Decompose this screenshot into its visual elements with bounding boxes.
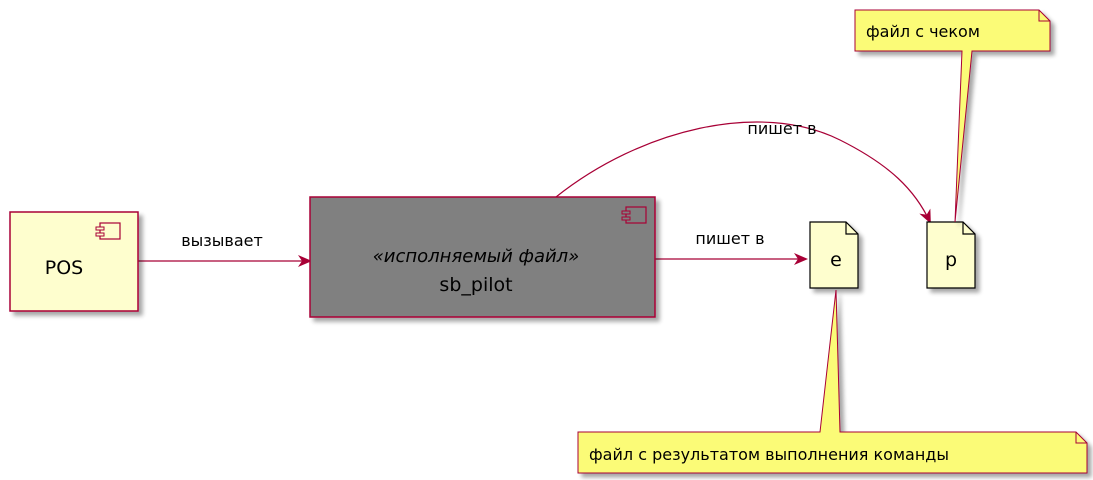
component-icon [95,222,121,240]
component-icon [621,206,647,224]
note-p [854,9,1051,223]
edge-pilot-to-e: пишет в [655,229,808,265]
note-p-text: файл с чеком [866,22,980,41]
file-p [926,221,976,289]
edge-label-writes-p: пишет в [747,119,816,138]
component-sb-pilot [309,196,656,318]
component-pos [9,211,139,312]
component-pos-label: POS [45,257,83,279]
file-e [809,221,859,289]
edge-label-calls: вызывает [181,231,263,250]
file-p-label: p [945,249,957,271]
edge-pilot-to-p: пишет в [555,119,931,224]
component-stereotype: «исполняемый файл» [373,246,580,267]
edge-pos-to-pilot: вызывает [138,231,312,267]
file-e-label: e [830,249,842,271]
component-sb-pilot-label: sb_pilot [439,274,512,296]
note-e-text: файл с результатом выполнения команды [589,445,949,464]
note-e [577,289,1088,474]
edge-label-writes-e: пишет в [695,229,764,248]
